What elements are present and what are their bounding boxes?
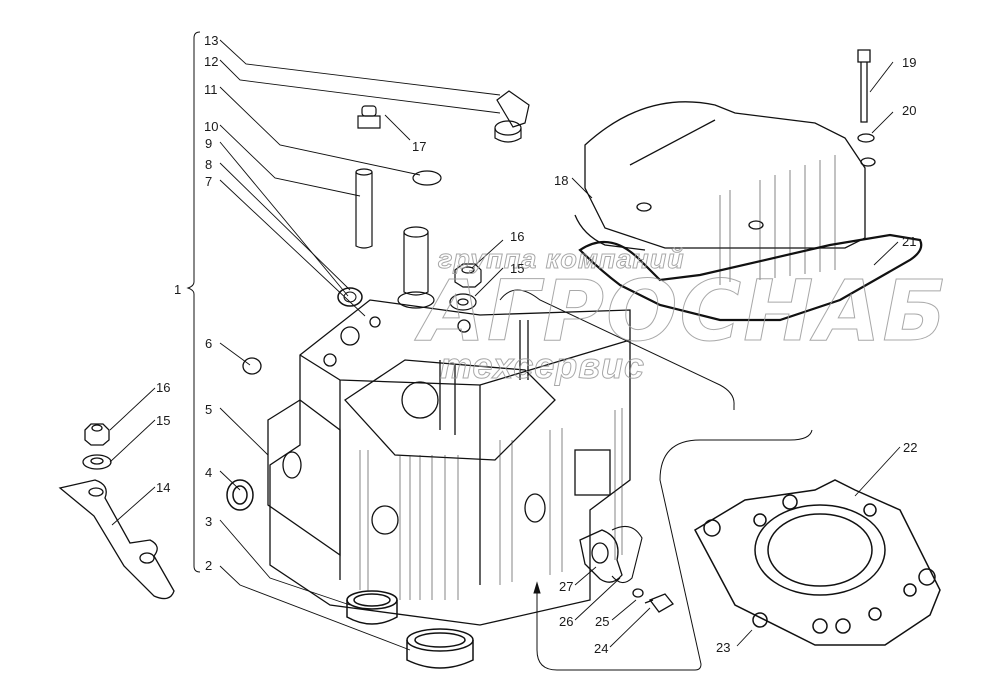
part-27-flange [579,529,623,583]
callout-8: 8 [205,157,213,172]
part-guide-flanged [397,226,435,309]
part-10-valve-guide [355,168,373,249]
part-18-valve-cover [574,101,876,251]
callout-9: 9 [205,136,213,151]
callout-3: 3 [205,514,213,529]
part-21-cover-gasket [578,233,923,322]
part-24-bolt [644,593,674,613]
routing-line-cover [499,289,735,410]
leader-lines [109,39,901,651]
part-22-head-gasket [694,479,941,646]
part-16-nut-left [84,423,110,446]
part-4-plug [226,479,254,511]
callout-21: 21 [902,234,917,249]
part-20-washer [857,133,875,143]
callout-6: 6 [205,336,213,351]
part-19-bolt [857,49,871,123]
callout-25: 25 [595,614,610,629]
part-16-nut-top [454,263,482,288]
callout-11: 11 [204,82,218,97]
cover-hatching [719,155,836,285]
arrow-up [533,581,541,594]
callout-19: 19 [902,55,917,70]
callout-2: 2 [205,558,213,573]
routing-line-gasket [536,429,813,671]
part-26-gasket [611,525,643,584]
part-3-seat-ring [346,590,398,625]
callout-17: 17 [412,139,427,154]
part-25-washer [632,588,644,598]
callout-22: 22 [903,440,918,455]
block-hatching [359,408,623,600]
callout-18: 18 [554,173,569,188]
part-15-washer-top [449,293,477,311]
callout-10: 10 [204,119,219,134]
part-15-washer-left [82,454,112,470]
callout-4: 4 [205,465,213,480]
part-14-bracket [58,479,175,600]
callout-1: 1 [174,282,182,297]
callout-5: 5 [205,402,213,417]
callout-14: 14 [156,480,171,495]
callout-23: 23 [716,640,731,655]
callout-20: 20 [902,103,917,118]
callout-15-left: 15 [156,413,171,428]
callout-26: 26 [559,614,574,629]
callout-16-top: 16 [510,229,525,244]
callout-16-left: 16 [156,380,171,395]
part-6-plug [242,357,262,375]
callout-13: 13 [204,33,219,48]
part-2-seat-ring [406,628,474,669]
part-rocker-bracket [494,90,530,143]
callout-24: 24 [594,641,609,656]
group-bracket [186,31,201,573]
callout-7: 7 [205,174,213,189]
callout-15-top: 15 [510,261,525,276]
part-11-circlip [412,170,442,186]
part-5-cylinder-head [267,299,631,626]
part-9-seal [337,287,363,307]
callout-27: 27 [559,579,574,594]
part-17-plug [357,105,381,129]
callout-12: 12 [204,54,219,69]
